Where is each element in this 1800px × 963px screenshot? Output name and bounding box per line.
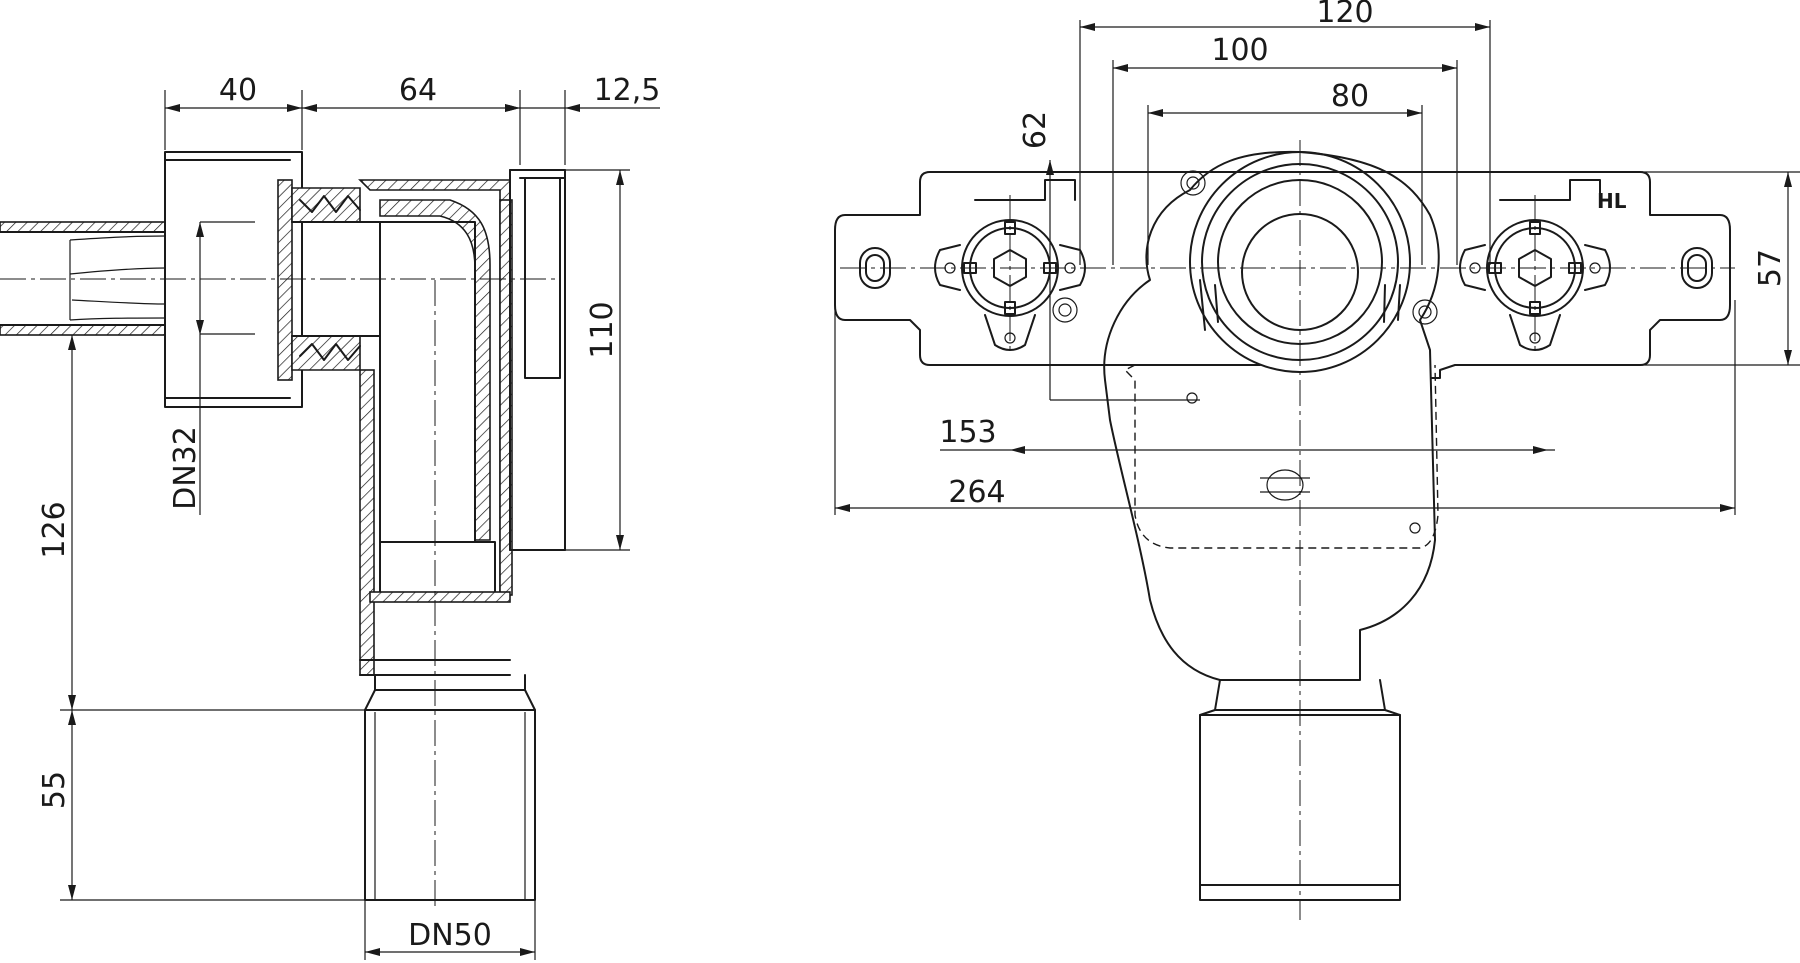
dimension-40: 40 <box>164 73 303 150</box>
dn32-label: DN32 <box>168 426 203 510</box>
dim-label-57: 57 <box>1753 249 1788 287</box>
trap-body <box>1052 150 1440 681</box>
trap-housing <box>358 169 566 676</box>
dimension-100: 100 <box>1112 33 1458 265</box>
dim-label-55: 55 <box>37 771 72 809</box>
dimension-12-5: 12,5 <box>505 73 660 165</box>
dim-label-126: 126 <box>37 501 72 558</box>
dim-label-64: 64 <box>399 73 437 108</box>
dn32-label-group: DN32 <box>168 222 204 515</box>
mounting-plate <box>834 171 1731 379</box>
dn50-label: DN50 <box>408 918 492 953</box>
inlet-pipe <box>0 221 166 336</box>
hl-marking: HL <box>1597 189 1627 213</box>
dim-label-264: 264 <box>948 475 1005 510</box>
dim-label-153: 153 <box>939 415 996 450</box>
dimension-120: 120 <box>1079 0 1491 265</box>
side-view: 40 64 12,5 110 <box>0 73 660 960</box>
outlet-spigot <box>364 674 536 901</box>
dn50-label-group: DN50 <box>364 900 536 960</box>
dim-label-12-5: 12,5 <box>594 73 661 108</box>
dimension-55: 55 <box>37 710 365 901</box>
dim-label-40: 40 <box>219 73 257 108</box>
dimension-264: 264 <box>834 300 1736 515</box>
dimension-57: 57 <box>1640 171 1800 366</box>
dimension-64: 64 <box>302 73 521 165</box>
dimension-80: 80 <box>1147 79 1423 265</box>
dimension-110: 110 <box>565 169 630 551</box>
dimension-62: 62 <box>1018 111 1200 401</box>
dim-label-110: 110 <box>585 301 620 358</box>
dimension-153: 153 <box>939 415 1555 454</box>
dim-label-100: 100 <box>1211 33 1268 68</box>
front-view: HL <box>834 0 1800 920</box>
dim-label-62: 62 <box>1018 111 1053 149</box>
dim-label-120: 120 <box>1316 0 1373 30</box>
dimension-126: 126 <box>37 335 365 711</box>
dim-label-80: 80 <box>1331 79 1369 114</box>
